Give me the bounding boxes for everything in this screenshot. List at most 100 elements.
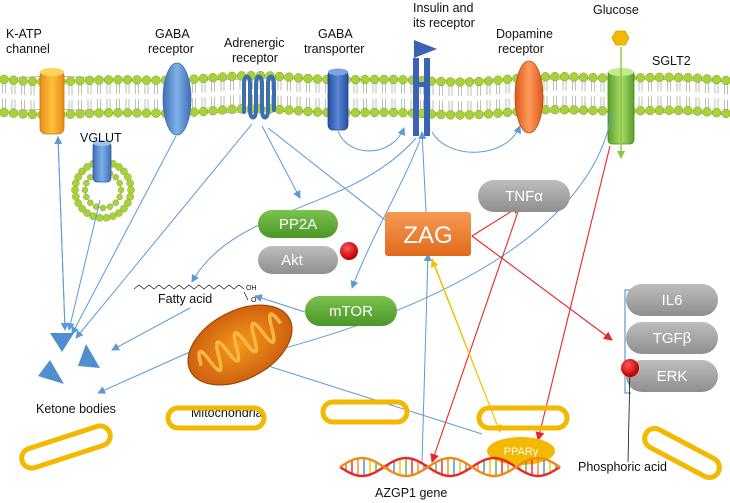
lipid-head <box>122 108 133 118</box>
lipid-head <box>208 73 218 83</box>
pp2a-node: PP2A <box>258 210 338 238</box>
lipid-head <box>198 73 209 84</box>
svg-text:TGFβ: TGFβ <box>653 330 692 347</box>
lipid-head <box>350 108 361 118</box>
lipid-head <box>474 109 484 120</box>
lipid-tail <box>144 84 149 110</box>
lipid-head <box>227 104 237 114</box>
vesicle-lipid-head <box>120 204 128 213</box>
lipid-head <box>493 108 503 118</box>
lipid-tail <box>306 82 310 108</box>
yellow-arrows <box>430 257 502 433</box>
lipid-head <box>227 71 237 81</box>
svg-text:mTOR: mTOR <box>329 303 373 320</box>
lipid-tail <box>591 81 595 107</box>
lipid-tail <box>353 83 358 109</box>
erk-phosphate-dot <box>621 359 639 377</box>
lipid-head <box>502 74 513 84</box>
lipid-head <box>683 106 693 116</box>
kinase-group-bracket <box>624 289 631 394</box>
sglt2-label: SGLT2 <box>652 54 691 68</box>
fatty-acid-label: Fatty acid <box>158 292 212 306</box>
vesicle-lipid-head <box>127 186 135 194</box>
vesicle-lipid-head <box>89 212 97 220</box>
lipid-head <box>189 74 199 84</box>
lipid-tail <box>467 85 472 111</box>
lipid-head <box>122 75 133 85</box>
lipid-head <box>635 73 646 83</box>
adrenergic-receptor <box>242 74 276 120</box>
vesicle-lipid-head <box>83 163 91 171</box>
lipid-tail <box>572 80 576 106</box>
lipid-tail <box>372 83 377 109</box>
vesicle-lipid-head <box>71 186 79 194</box>
lipid-tail <box>600 81 605 107</box>
lipid-head <box>445 77 456 87</box>
lipid-head <box>464 77 475 87</box>
lipid-head <box>588 105 598 116</box>
glucose-icon <box>611 30 630 46</box>
lipid-head <box>398 108 408 118</box>
glucose-label: Glucose <box>593 3 639 17</box>
lipid-head <box>27 76 38 87</box>
vesicle-lipid-head <box>78 204 86 213</box>
lipid-head <box>673 72 684 83</box>
lipid-head <box>502 107 513 117</box>
lipid-tail <box>201 82 206 108</box>
zag-node: ZAG <box>385 212 471 256</box>
svg-text:ZAG: ZAG <box>403 222 452 249</box>
o-label: O <box>251 297 257 304</box>
vglut-label: VGLUT <box>80 131 122 145</box>
lipid-head <box>597 73 608 83</box>
vesicle-lipid-head <box>83 209 91 217</box>
lipid-head <box>493 75 503 85</box>
lipid-head <box>189 107 199 117</box>
lipid-head <box>198 106 209 117</box>
lipid-tail <box>562 80 567 106</box>
lipid-tail <box>705 82 709 108</box>
lipid-head <box>645 72 655 83</box>
vesicle-lipid-head <box>72 192 80 201</box>
vesicle-lipid-head <box>106 203 114 210</box>
lipid-head <box>217 72 228 82</box>
lipid-head <box>18 109 28 119</box>
lipid-head <box>569 105 579 115</box>
lipid-tail <box>30 85 35 111</box>
lipid-tail <box>505 83 510 109</box>
vesicle-lipid-head <box>115 209 123 217</box>
akt-phosphate-dot <box>340 242 358 260</box>
red-arrows <box>430 145 613 463</box>
dna-helix-icon <box>339 456 561 478</box>
lipid-head <box>550 71 560 82</box>
lipid-tail <box>448 85 453 111</box>
lipid-tail <box>486 84 491 110</box>
lipid-head <box>464 110 475 120</box>
vesicle-lipid-head <box>126 179 134 188</box>
tgfb-node: TGFβ <box>626 322 718 354</box>
lipid-head <box>578 105 589 115</box>
svg-text:Akt: Akt <box>281 252 304 269</box>
svg-text:PPARγ: PPARγ <box>504 446 539 458</box>
lipid-head <box>274 104 285 115</box>
lipid-tail <box>667 81 671 107</box>
lipid-head <box>654 72 665 82</box>
lipid-tail <box>458 86 462 112</box>
lipid-head <box>692 106 703 116</box>
lipid-tail <box>420 84 424 110</box>
vesicle-lipid-head <box>78 167 86 176</box>
lipid-head <box>312 107 323 117</box>
lipid-head <box>664 105 674 115</box>
lipid-head <box>113 75 123 85</box>
svg-text:TNFα: TNFα <box>505 188 543 205</box>
lipid-head <box>455 77 465 87</box>
katp-channel <box>39 68 65 135</box>
lipid-tail <box>648 81 652 107</box>
lipid-tail <box>638 81 643 107</box>
lipid-head <box>702 107 712 117</box>
lipid-tail <box>106 83 111 109</box>
lipid-tail <box>695 82 700 108</box>
lipid-tail <box>211 81 215 107</box>
lipid-head <box>597 106 608 116</box>
